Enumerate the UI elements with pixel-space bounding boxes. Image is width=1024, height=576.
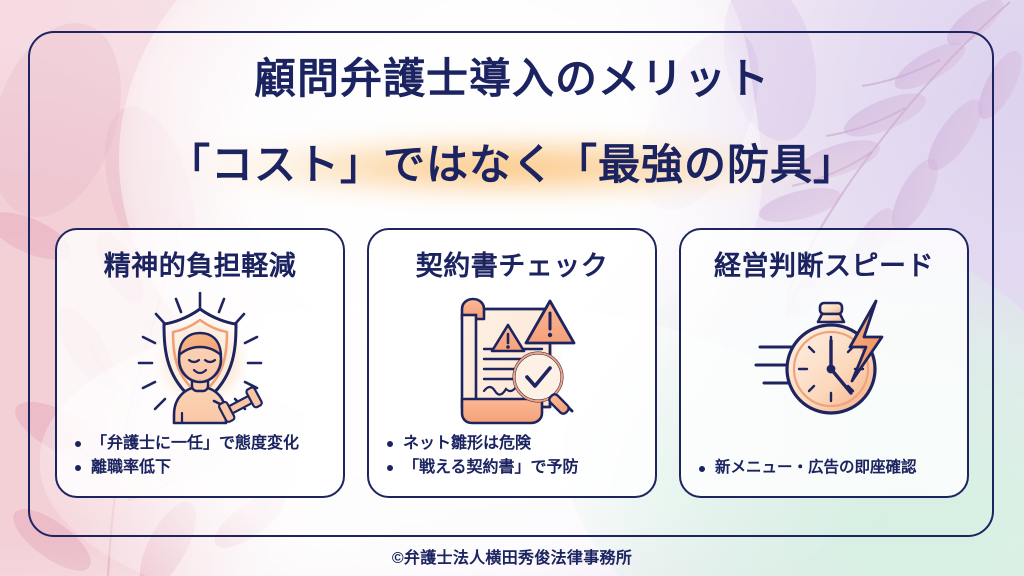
benefit-card-mental-load[interactable]: 精神的負担軽減 [55, 228, 345, 498]
title-block: 顧問弁護士導入のメリット [0, 55, 1024, 102]
slide-frame-border [28, 31, 994, 537]
shield-person-icon [57, 286, 343, 431]
card-bullet-list: 「弁護士に一任」で態度変化 離職率低下 [71, 433, 331, 482]
card-bullet-list: 新メニュー・広告の即座確認 [695, 458, 955, 482]
benefit-cards-row: 精神的負担軽減 [55, 228, 969, 498]
list-item: 「弁護士に一任」で態度変化 [71, 433, 331, 455]
benefit-card-decision-speed[interactable]: 経営判断スピード [679, 228, 969, 498]
card-title: 精神的負担軽減 [103, 251, 297, 281]
card-title: 経営判断スピード [714, 251, 934, 281]
benefit-card-contract-check[interactable]: 契約書チェック [367, 228, 657, 498]
subtitle-block: 「コスト」ではなく「最強の防具」 [0, 126, 1024, 208]
copyright-footer: ©弁護士法人横田秀俊法律事務所 [391, 550, 633, 567]
page-title: 顧問弁護士導入のメリット [253, 55, 770, 102]
list-item: 離職率低下 [71, 457, 331, 479]
subtitle-glow-highlight [128, 128, 896, 206]
list-item: 新メニュー・広告の即座確認 [695, 458, 955, 479]
page-subtitle: 「コスト」ではなく「最強の防具」 [167, 141, 856, 188]
card-title: 契約書チェック [415, 251, 609, 281]
card-bullet-list: ネット雛形は危険 「戦える契約書」で予防 [383, 433, 643, 482]
list-item: ネット雛形は危険 [383, 433, 643, 455]
contract-review-icon [369, 286, 655, 431]
stopwatch-bolt-icon [681, 286, 967, 431]
list-item: 「戦える契約書」で予防 [383, 457, 643, 479]
